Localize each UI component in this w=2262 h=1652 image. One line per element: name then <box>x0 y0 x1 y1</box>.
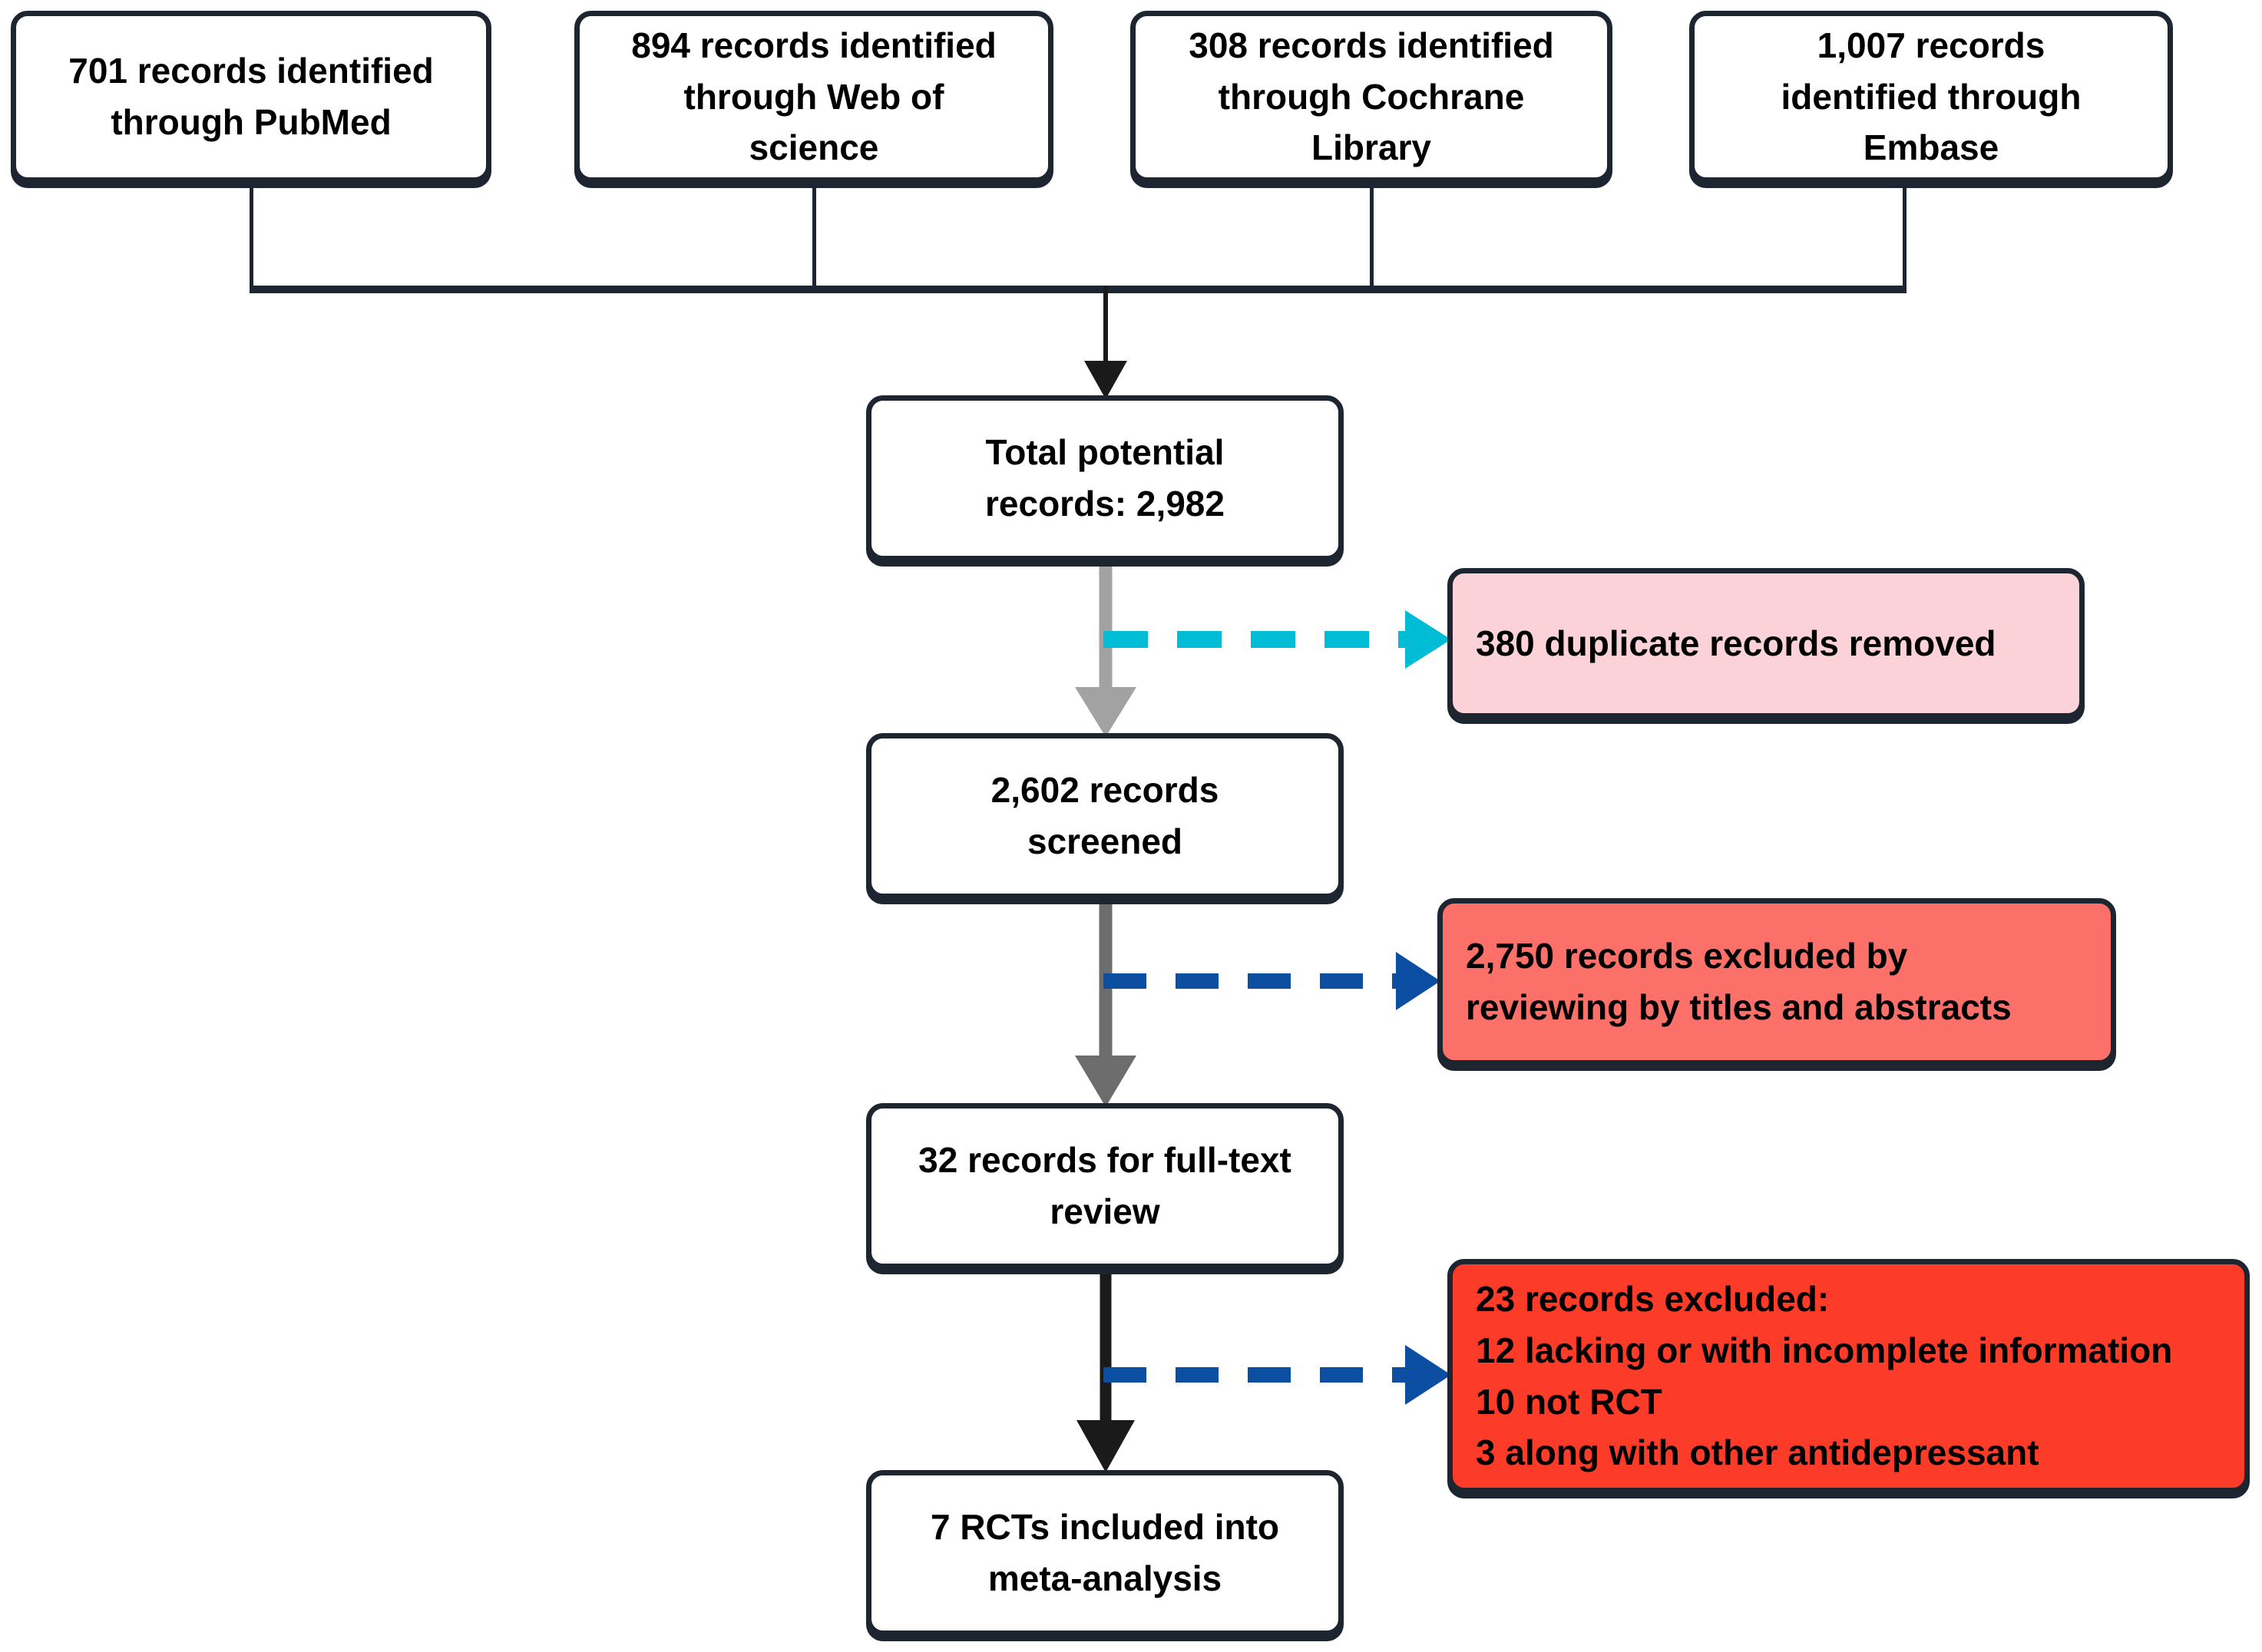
source-box-web-of-science-label: 894 records identified through Web of sc… <box>631 25 997 168</box>
flow-box-included-rcts[interactable]: 7 RCTs included into meta-analysis <box>866 1470 1344 1636</box>
arrow-screened-to-fulltext <box>1075 898 1136 1107</box>
source-drop-line-pubmed <box>250 183 253 292</box>
arrow-excluded-fulltext-dashed <box>1103 1345 1451 1405</box>
source-box-cochrane-library-label: 308 records identified through Cochrane … <box>1189 25 1554 168</box>
source-box-embase-label: 1,007 records identified through Embase <box>1781 25 2082 168</box>
exclusion-box-titles-abstracts[interactable]: 2,750 records excluded by reviewing by t… <box>1437 898 2116 1066</box>
source-box-embase[interactable]: 1,007 records identified through Embase <box>1689 11 2173 183</box>
arrow-duplicates-dashed <box>1103 610 1451 669</box>
source-junction-bar <box>250 286 1906 293</box>
source-drop-line-embase <box>1903 183 1906 292</box>
source-box-web-of-science[interactable]: 894 records identified through Web of sc… <box>574 11 1053 183</box>
source-box-pubmed[interactable]: 701 records identified through PubMed <box>11 11 491 183</box>
flow-box-records-screened-label: 2,602 records screened <box>990 770 1219 861</box>
source-box-pubmed-label: 701 records identified through PubMed <box>68 51 434 142</box>
flow-box-total-records-label: Total potential records: 2,982 <box>985 432 1225 524</box>
exclusion-box-full-text-label: 23 records excluded: 12 lacking or with … <box>1476 1279 2173 1473</box>
source-drop-line-wos <box>812 183 816 292</box>
flow-box-full-text-review[interactable]: 32 records for full-text review <box>866 1103 1344 1269</box>
exclusion-box-full-text[interactable]: 23 records excluded: 12 lacking or with … <box>1447 1259 2250 1493</box>
arrow-junction-to-total <box>1084 286 1127 399</box>
flow-box-full-text-review-label: 32 records for full-text review <box>918 1140 1291 1231</box>
exclusion-box-duplicates[interactable]: 380 duplicate records removed <box>1447 568 2085 719</box>
arrow-fulltext-to-included <box>1076 1267 1135 1472</box>
source-drop-line-cochrane <box>1370 183 1374 292</box>
exclusion-box-titles-abstracts-label: 2,750 records excluded by reviewing by t… <box>1466 936 2012 1027</box>
arrow-excluded-titles-dashed <box>1103 952 1440 1010</box>
flow-box-included-rcts-label: 7 RCTs included into meta-analysis <box>930 1507 1280 1598</box>
source-box-cochrane-library[interactable]: 308 records identified through Cochrane … <box>1130 11 1612 183</box>
arrow-total-to-screened <box>1075 560 1136 737</box>
flow-box-total-records[interactable]: Total potential records: 2,982 <box>866 395 1344 561</box>
exclusion-box-duplicates-label: 380 duplicate records removed <box>1476 623 1996 663</box>
flow-box-records-screened[interactable]: 2,602 records screened <box>866 733 1344 899</box>
